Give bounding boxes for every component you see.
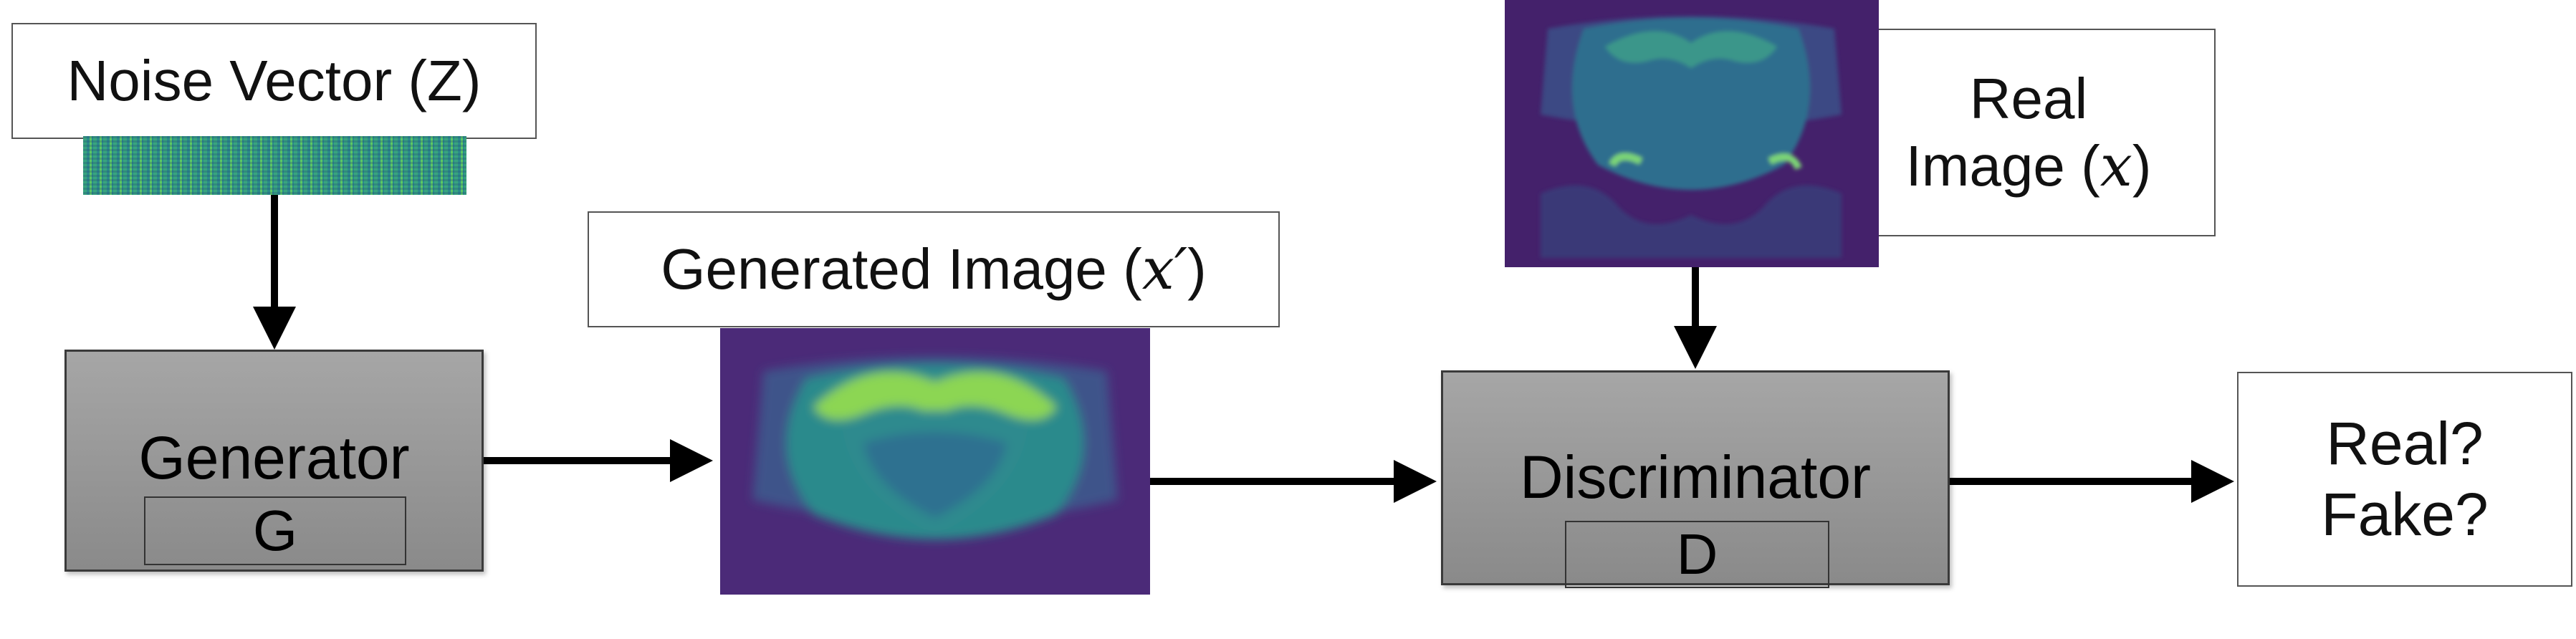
generator-title: Generator (138, 424, 410, 491)
generator-symbol: G (252, 499, 298, 562)
noise-vector-strip (83, 136, 466, 195)
generator-block: Generator G (64, 350, 484, 572)
discriminator-title: Discriminator (1519, 443, 1872, 511)
output-box: Real? Fake? (2237, 372, 2572, 587)
generated-image-text: Generated Image ( (661, 236, 1142, 301)
output-fake: Fake? (2321, 481, 2489, 548)
noise-vector-label: Noise Vector (Z) (11, 23, 537, 139)
real-image-label: Real Image (x) (1842, 29, 2216, 236)
discriminator-symbol: D (1676, 522, 1718, 586)
real-brain-image (1505, 0, 1879, 267)
output-real: Real? (2326, 409, 2484, 477)
generator-symbol-box: G (144, 496, 406, 565)
generated-brain-image (720, 328, 1150, 595)
generated-image-label: Generated Image (x′) (588, 211, 1280, 327)
real-image-line2: Image (x) (1905, 133, 2152, 199)
generated-image-symbol: x′ (1141, 235, 1188, 302)
noise-vector-text: Noise Vector (Z) (67, 48, 482, 112)
discriminator-block: Discriminator D (1441, 370, 1950, 588)
real-image-symbol: x (2099, 133, 2132, 199)
generated-image-close: ) (1187, 236, 1207, 301)
discriminator-symbol-box: D (1565, 521, 1829, 588)
real-image-line1: Real (1969, 66, 2088, 130)
